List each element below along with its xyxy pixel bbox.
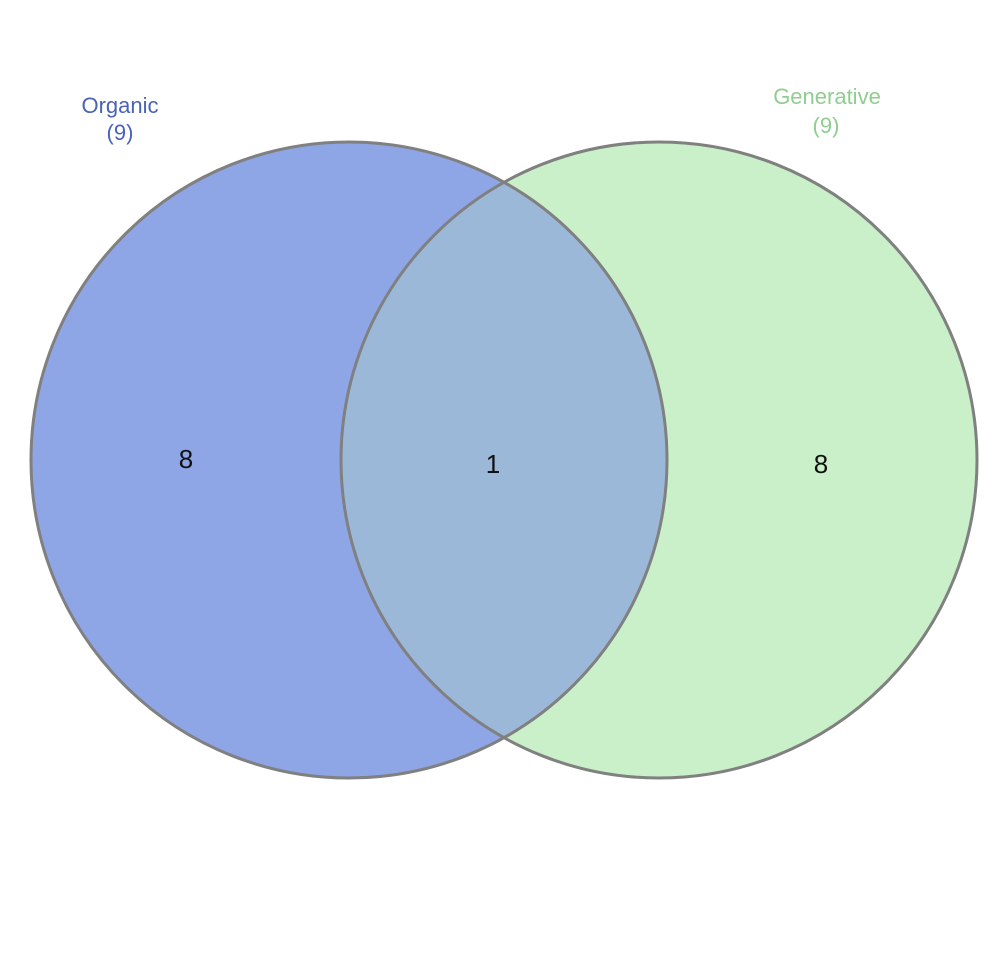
organic-set-name: Organic [81, 93, 158, 118]
intersection-region [341, 142, 667, 778]
organic-circle-outline [29, 140, 669, 780]
generative-circle-outline [339, 140, 979, 780]
generative-set-size: (9) [813, 113, 840, 138]
organic-set-size: (9) [107, 120, 134, 145]
generative-set-name: Generative [773, 84, 881, 109]
intersection-count: 1 [486, 449, 500, 479]
generative-only-count: 8 [814, 449, 828, 479]
organic-only-count: 8 [179, 444, 193, 474]
